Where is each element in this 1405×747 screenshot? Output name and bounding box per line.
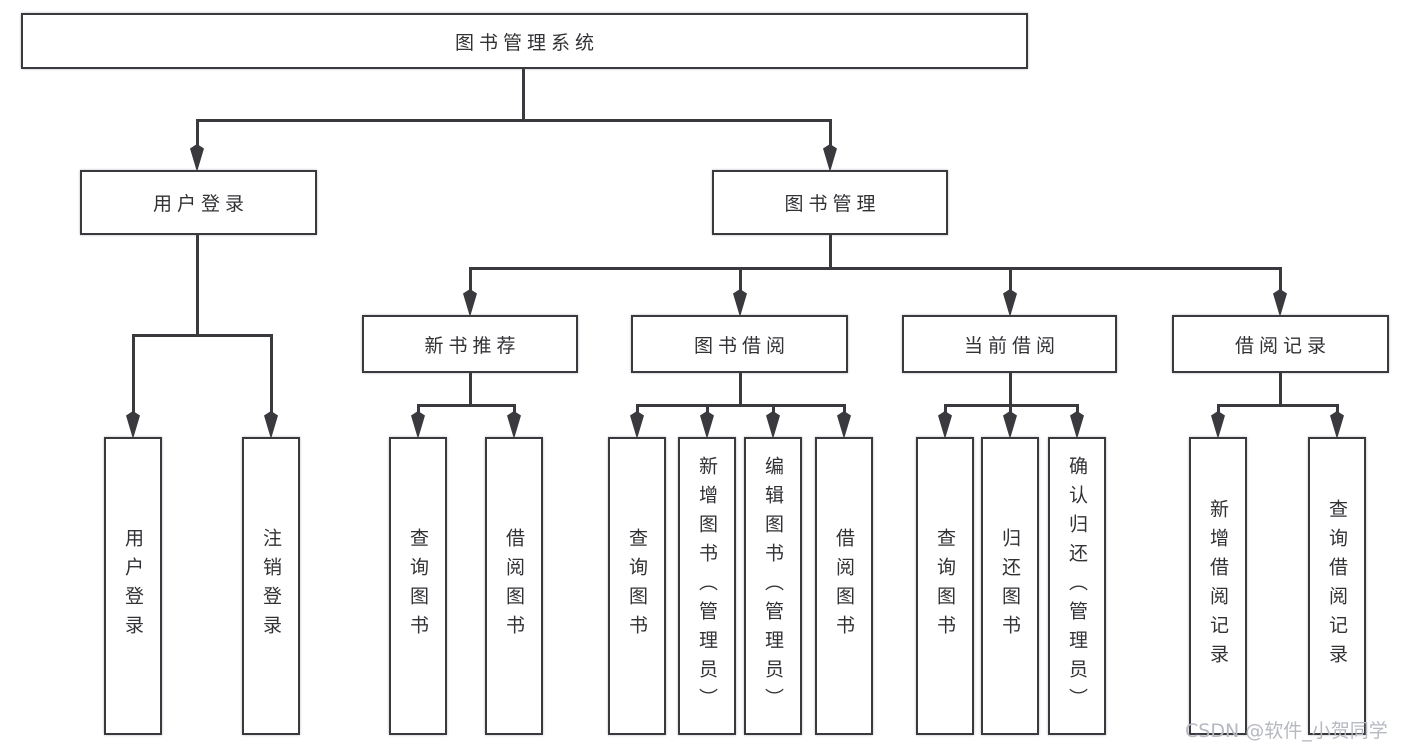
node-user-login: 用户登录 (80, 170, 317, 235)
node-root: 图书管理系统 (21, 13, 1028, 69)
connector-vline (196, 119, 199, 147)
connector-vline (196, 235, 199, 336)
arrow-down-icon (463, 289, 477, 317)
arrow-down-icon (630, 411, 644, 439)
connector-vline (469, 267, 472, 292)
arrow-down-icon (1211, 411, 1225, 439)
connector-vline (1009, 267, 1012, 292)
node-recommend-borrow-books: 借阅图书 (485, 437, 543, 735)
connector-vline (739, 267, 742, 292)
node-login-action: 用户登录 (104, 437, 162, 735)
arrow-down-icon (190, 144, 204, 172)
connector-hline (417, 404, 516, 407)
arrow-down-icon (1330, 411, 1344, 439)
node-borrow-borrow-books: 借阅图书 (815, 437, 873, 735)
arrow-down-icon (938, 411, 952, 439)
node-edit-books-admin: 编辑图书（管理员） (744, 437, 802, 735)
arrow-down-icon (1003, 411, 1017, 439)
connector-vline (469, 373, 472, 407)
node-current-query-books: 查询图书 (916, 437, 974, 735)
node-borrow-records: 借阅记录 (1172, 315, 1389, 373)
connector-vline (636, 404, 639, 414)
arrow-down-icon (264, 411, 278, 439)
connector-hline (132, 334, 273, 337)
arrow-down-icon (1273, 289, 1287, 317)
arrow-down-icon (507, 411, 521, 439)
connector-vline (1279, 267, 1282, 292)
arrow-down-icon (837, 411, 851, 439)
connector-hline (636, 404, 846, 407)
connector-vline (829, 119, 832, 147)
arrow-down-icon (1003, 289, 1017, 317)
node-confirm-return-admin: 确认归还（管理员） (1048, 437, 1106, 735)
node-borrow-query-books: 查询图书 (608, 437, 666, 735)
connector-hline (196, 119, 831, 122)
node-return-books: 归还图书 (981, 437, 1039, 735)
arrow-down-icon (126, 411, 140, 439)
arrow-down-icon (700, 411, 714, 439)
node-book-management: 图书管理 (712, 170, 948, 235)
csdn-watermark: CSDN @软件_小贺同学 (1185, 720, 1388, 742)
connector-vline (1076, 404, 1079, 414)
connector-vline (739, 373, 742, 407)
node-book-borrow: 图书借阅 (631, 315, 848, 373)
connector-vline (513, 404, 516, 414)
connector-vline (772, 404, 775, 414)
arrow-down-icon (733, 289, 747, 317)
connector-vline (829, 235, 832, 269)
node-add-borrow-record: 新增借阅记录 (1189, 437, 1247, 735)
connector-hline (469, 267, 1282, 270)
connector-vline (1009, 373, 1012, 407)
connector-vline (944, 404, 947, 414)
arrow-down-icon (1070, 411, 1084, 439)
connector-vline (270, 334, 273, 413)
arrow-down-icon (823, 144, 837, 172)
connector-vline (1009, 404, 1012, 414)
connector-hline (1217, 404, 1339, 407)
arrow-down-icon (766, 411, 780, 439)
node-query-borrow-record: 查询借阅记录 (1308, 437, 1366, 735)
connector-vline (1217, 404, 1220, 414)
connector-vline (706, 404, 709, 414)
connector-vline (417, 404, 420, 414)
connector-vline (843, 404, 846, 414)
connector-vline (1336, 404, 1339, 414)
node-add-books-admin: 新增图书（管理员） (678, 437, 736, 735)
connector-vline (1279, 373, 1282, 407)
connector-vline (522, 69, 525, 120)
node-recommend-query-books: 查询图书 (389, 437, 447, 735)
node-new-book-recommend: 新书推荐 (362, 315, 578, 373)
node-logout-action: 注销登录 (242, 437, 300, 735)
node-current-borrow: 当前借阅 (902, 315, 1117, 373)
arrow-down-icon (411, 411, 425, 439)
connector-vline (132, 334, 135, 413)
